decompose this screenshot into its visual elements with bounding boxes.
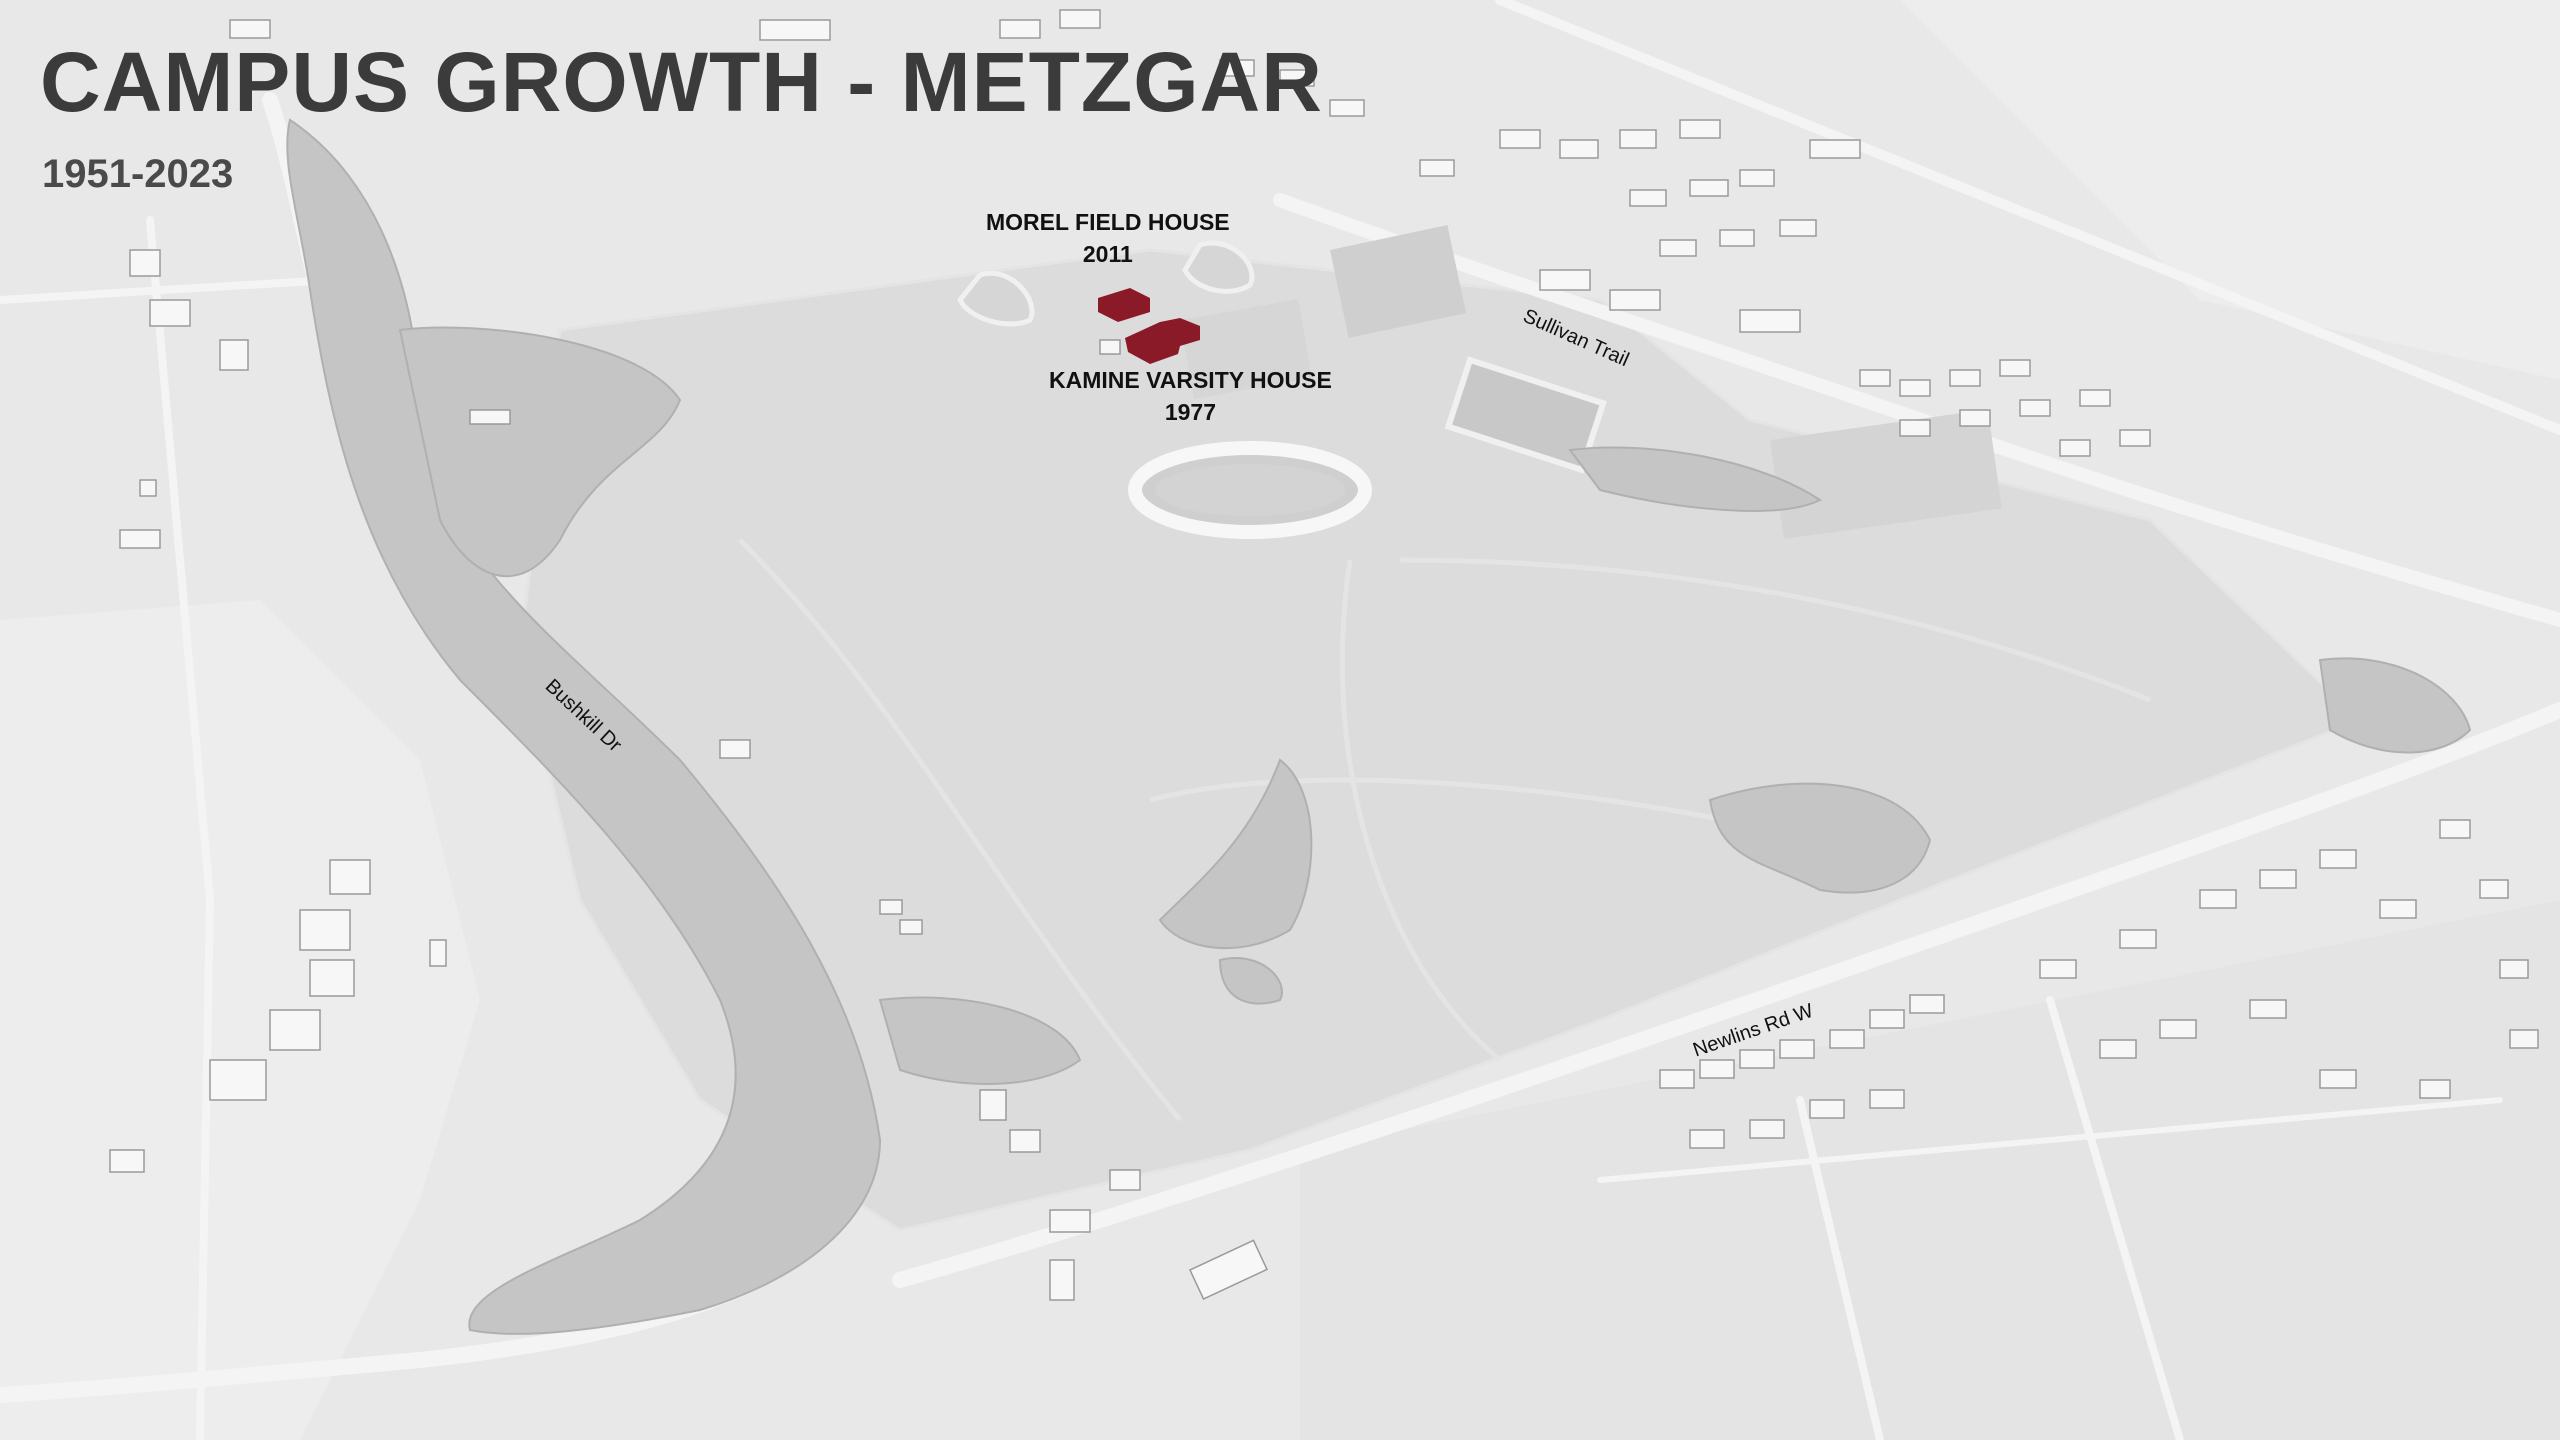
date-range: 1951-2023 (42, 152, 234, 196)
morel-field-house-footprint (1098, 288, 1150, 322)
highlighted-buildings (1098, 288, 1200, 364)
sports-facilities (957, 225, 2002, 540)
building-name: KAMINE VARSITY HOUSE (1049, 367, 1332, 393)
tree-cover (286, 118, 2472, 1335)
existing-buildings (109, 9, 2539, 1301)
newlins-road (892, 702, 2560, 1288)
kamine-varsity-house-footprint (1125, 318, 1200, 364)
kamine-varsity-house-label: KAMINE VARSITY HOUSE 1977 (1049, 364, 1332, 428)
page-title: CAMPUS GROWTH - METZGAR (40, 35, 1323, 129)
building-name: MOREL FIELD HOUSE (986, 209, 1230, 235)
building-year: 2011 (1082, 241, 1133, 268)
building-year: 1977 (1164, 399, 1217, 426)
morel-field-house-label: MOREL FIELD HOUSE 2011 (986, 206, 1230, 270)
